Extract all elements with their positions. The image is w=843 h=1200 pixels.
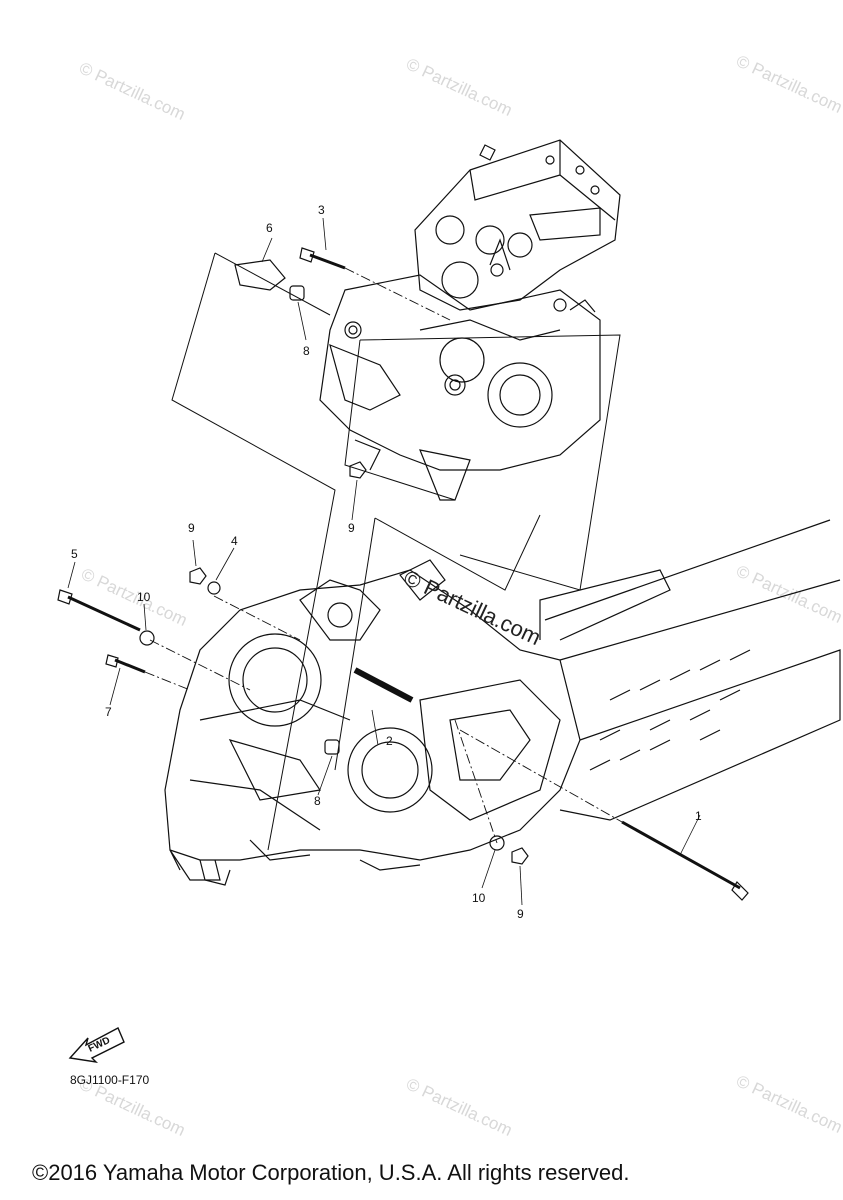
bolt-part-3 bbox=[309, 253, 346, 270]
watermark: © Partzilla.com bbox=[403, 1074, 515, 1140]
engine-assembly bbox=[319, 139, 621, 501]
watermark: © Partzilla.com bbox=[76, 58, 188, 124]
collar-part-8 bbox=[289, 285, 305, 301]
bolt-part-5 bbox=[67, 595, 141, 632]
callout-label: 7 bbox=[105, 705, 112, 719]
callout-label: 1 bbox=[695, 809, 702, 823]
leader-lines bbox=[67, 217, 701, 906]
watermark: © Partzilla.com bbox=[400, 565, 545, 650]
callout-labels: 1 2 3 4 5 6 7 8 8 9 9 9 10 10 bbox=[71, 203, 702, 921]
collar-part-8 bbox=[324, 739, 340, 755]
callout-label: 4 bbox=[231, 534, 238, 548]
nut-part-9 bbox=[511, 847, 529, 865]
callout-label: 2 bbox=[386, 734, 393, 748]
bracket-part-6 bbox=[234, 259, 286, 291]
watermark: © Partzilla.com bbox=[403, 54, 515, 120]
callout-label: 9 bbox=[517, 907, 524, 921]
washer-part-4 bbox=[207, 581, 221, 595]
callout-label: 5 bbox=[71, 547, 78, 561]
watermark: © Partzilla.com bbox=[733, 51, 843, 117]
long-bolt-part-1 bbox=[621, 820, 741, 890]
copyright-notice: ©2016 Yamaha Motor Corporation, U.S.A. A… bbox=[32, 1160, 630, 1185]
mount-outline bbox=[171, 252, 621, 851]
callout-label: 8 bbox=[314, 794, 321, 808]
center-watermark: © Partzilla.com bbox=[400, 565, 545, 650]
callout-label: 9 bbox=[348, 521, 355, 535]
bolt-part-7 bbox=[114, 658, 146, 674]
hardware-parts bbox=[57, 247, 749, 901]
callout-label: 6 bbox=[266, 221, 273, 235]
rod-part-2 bbox=[353, 667, 414, 703]
callout-label: 10 bbox=[472, 891, 486, 905]
callout-label: 9 bbox=[188, 521, 195, 535]
assembly-lines bbox=[144, 267, 623, 844]
frame-assembly bbox=[164, 519, 841, 886]
callout-label: 8 bbox=[303, 344, 310, 358]
watermark: © Partzilla.com bbox=[733, 1071, 843, 1137]
fwd-arrow-icon: FWD bbox=[68, 1027, 125, 1064]
callout-label: 10 bbox=[137, 590, 151, 604]
nut-part-9 bbox=[349, 461, 367, 479]
callout-label: 3 bbox=[318, 203, 325, 217]
watermark: © Partzilla.com bbox=[78, 564, 190, 630]
nut-part-9 bbox=[189, 567, 207, 585]
part-code: 8GJ1100-F170 bbox=[70, 1073, 150, 1087]
washer-part-10 bbox=[139, 630, 155, 646]
washer-part-10 bbox=[489, 835, 505, 851]
